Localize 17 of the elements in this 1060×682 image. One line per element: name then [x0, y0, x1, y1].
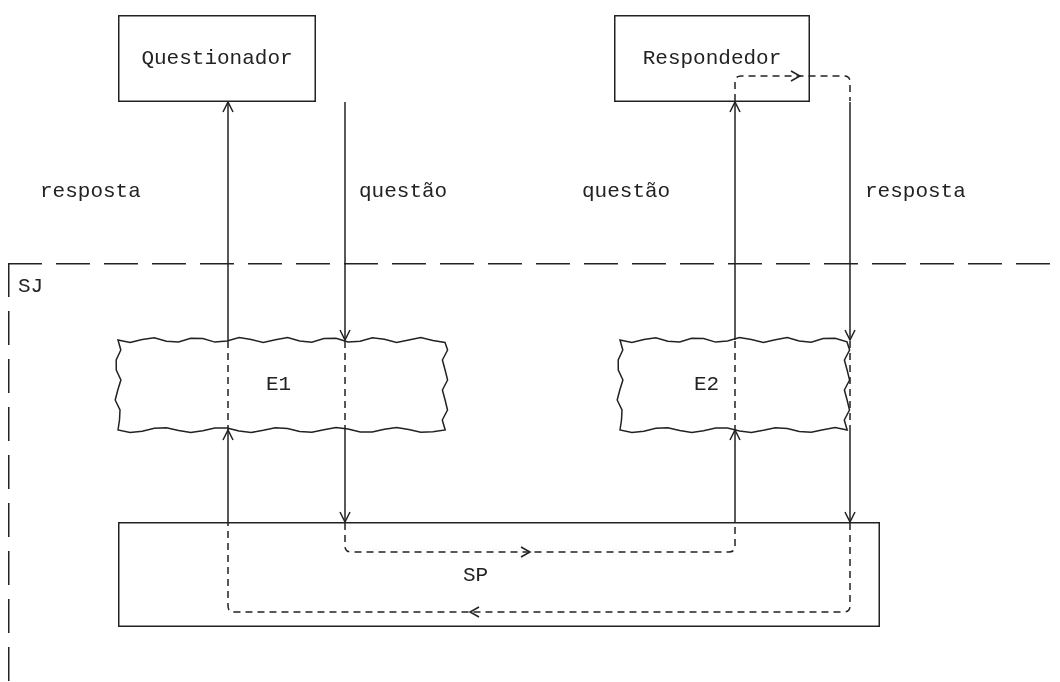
- region-label: SJ: [18, 275, 44, 299]
- node-label: Respondedor: [642, 46, 782, 71]
- process-box: [118, 15, 316, 102]
- arrow: [729, 429, 741, 523]
- arrow: [339, 429, 351, 523]
- node-label: Questionador: [141, 46, 293, 71]
- arrow: [339, 101, 351, 341]
- process-box: [118, 522, 880, 627]
- node-label: SP: [463, 564, 489, 588]
- arrow: [844, 101, 856, 341]
- process-box: [614, 15, 810, 102]
- arrow: [844, 429, 856, 523]
- node-label: E1: [266, 373, 292, 397]
- arrow: [222, 101, 234, 341]
- arrow: [729, 101, 741, 341]
- arrow: [222, 429, 234, 523]
- node-label: E2: [694, 373, 720, 397]
